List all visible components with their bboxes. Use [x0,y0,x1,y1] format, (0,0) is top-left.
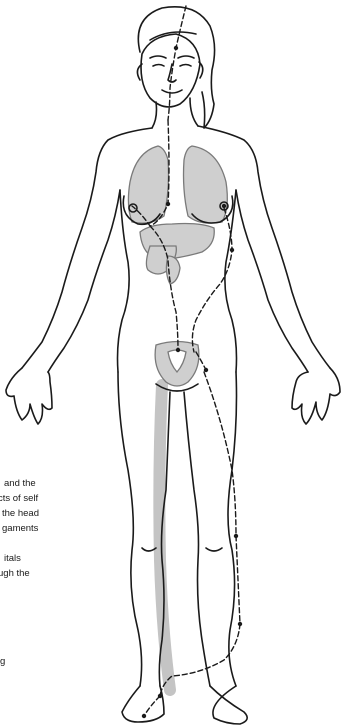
point-foot-1 [158,694,162,698]
point-ankle [238,622,242,626]
left-lung [184,146,228,223]
point-pelvis [176,348,180,352]
point-foot-2 [142,714,146,718]
left-hand [292,368,340,424]
point-hip [204,368,208,372]
eyebrows [150,56,194,58]
meridian-leg [160,372,240,696]
mouth [162,90,182,93]
point-chest [166,202,170,206]
left-foot [210,686,247,724]
point-waist [230,248,234,252]
right-hand [6,368,52,424]
point-breast [222,204,226,208]
left-leg-inner [184,392,210,686]
meridian-foot [144,696,160,716]
meridian-head [168,6,186,120]
left-leg-outer [228,372,237,686]
right-shoulder [22,128,152,368]
point-head [174,46,178,50]
right-leg-outer [118,372,142,686]
point-knee [234,534,238,538]
neck [152,98,198,128]
